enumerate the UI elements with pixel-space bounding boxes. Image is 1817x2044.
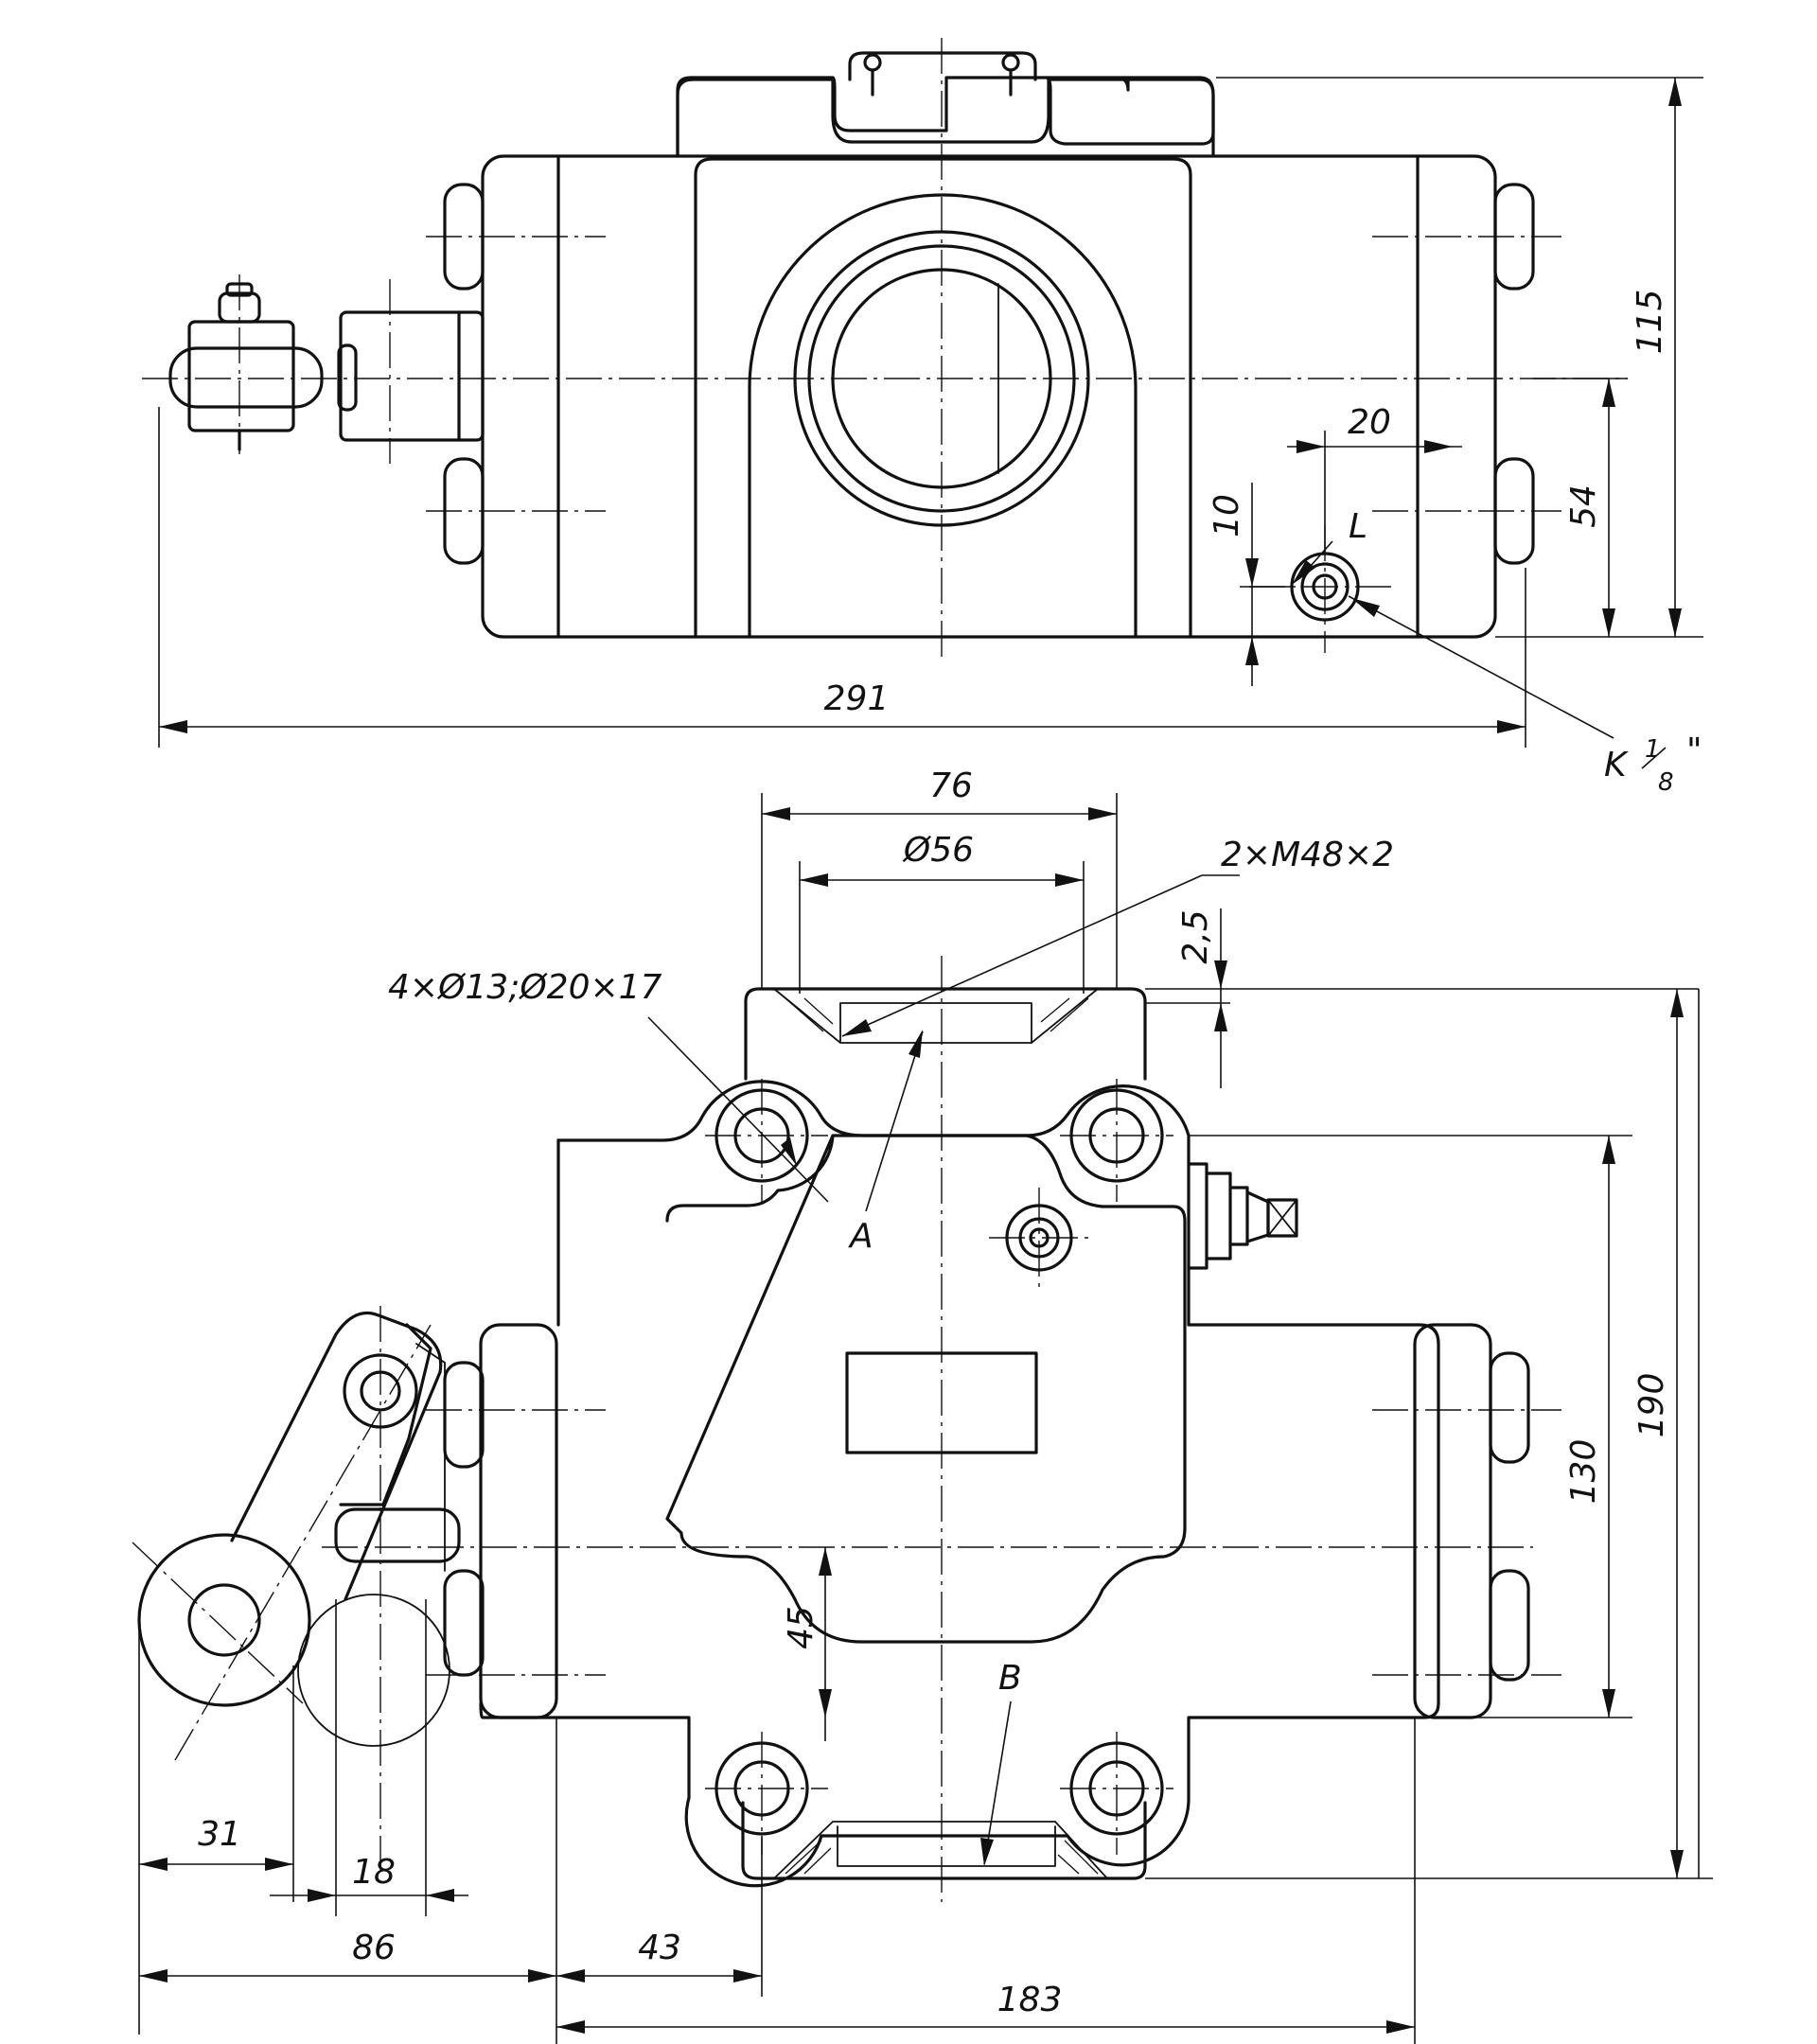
dim-54: 54 [1564, 485, 1603, 528]
side-flange-right [1413, 1323, 1492, 1719]
side-bolt-br [1489, 1569, 1530, 1682]
label-thread-k-inch: " [1686, 731, 1702, 770]
lever-arm [230, 1311, 443, 1601]
lever-roller-inner [187, 1583, 261, 1657]
dim-115: 115 [1631, 290, 1669, 355]
cap-pin-right [1001, 53, 1020, 72]
dim-86: 86 [352, 1929, 396, 1967]
right-plug [1187, 1162, 1270, 1270]
inlet-chamfer [773, 988, 1099, 1044]
stem-housing [339, 310, 485, 442]
lever-swing-circle [297, 1594, 450, 1747]
stem-rod [337, 344, 358, 412]
dim-183: 183 [997, 1981, 1063, 2019]
top-cap-main [676, 78, 1215, 158]
front-view [132, 956, 1561, 1902]
label-thread-m48: 2×M48×2 [1221, 836, 1394, 874]
dim-130: 130 [1564, 1439, 1603, 1505]
dim-20: 20 [1348, 403, 1391, 442]
lever-roller-outer [137, 1533, 311, 1707]
body-front-outline [556, 1080, 1191, 1327]
label-port-a: A [848, 1217, 873, 1256]
label-port-b: B [998, 1659, 1022, 1698]
side-bolt-tl [443, 1361, 485, 1469]
side-bolt-tr [1489, 1351, 1530, 1464]
lever-stem [334, 1507, 461, 1563]
top-view-dimensions: 115 54 20 10 L K 1 8 " [158, 77, 1703, 797]
right-plug-tip [1266, 1198, 1298, 1238]
dim-31: 31 [198, 1815, 241, 1854]
lever-cam [339, 1323, 432, 1507]
front-view-dimensions: 76 Ø56 2×M48×2 2,5 4×Ø13;Ø20×17 A B [138, 766, 1713, 2044]
clevis [187, 320, 295, 432]
dim-291: 291 [824, 679, 890, 718]
yoke-arc [748, 193, 1138, 639]
body-outline-top [481, 154, 1497, 639]
inner-block [665, 1134, 1187, 1644]
dim-45: 45 [782, 1606, 820, 1649]
side-flange-left [479, 1323, 558, 1719]
cap-lug-left [848, 51, 1037, 81]
label-thread-k-den: 8 [1658, 768, 1674, 797]
dim-190: 190 [1632, 1373, 1671, 1438]
inlet-flange [744, 987, 1147, 1081]
top-view [142, 38, 1628, 662]
dim-2-5: 2,5 [1176, 909, 1215, 963]
outlet-chamfer [773, 1821, 1108, 1879]
label-thread-k: K [1604, 746, 1629, 784]
label-port-l: L [1349, 507, 1367, 546]
top-cap-outline [676, 76, 1215, 158]
label-holes: 4×Ø13;Ø20×17 [388, 968, 662, 1007]
dim-10: 10 [1208, 494, 1246, 537]
dim-18: 18 [352, 1853, 396, 1892]
side-bolt-bl [443, 1569, 485, 1677]
outlet-flange [741, 1801, 1147, 1880]
dim-43: 43 [638, 1929, 681, 1967]
yoke-top [694, 157, 1192, 639]
stem-shaft [168, 346, 324, 409]
dim-d56: Ø56 [902, 831, 974, 870]
dim-76: 76 [929, 766, 973, 805]
cap-pin-left [863, 53, 882, 72]
